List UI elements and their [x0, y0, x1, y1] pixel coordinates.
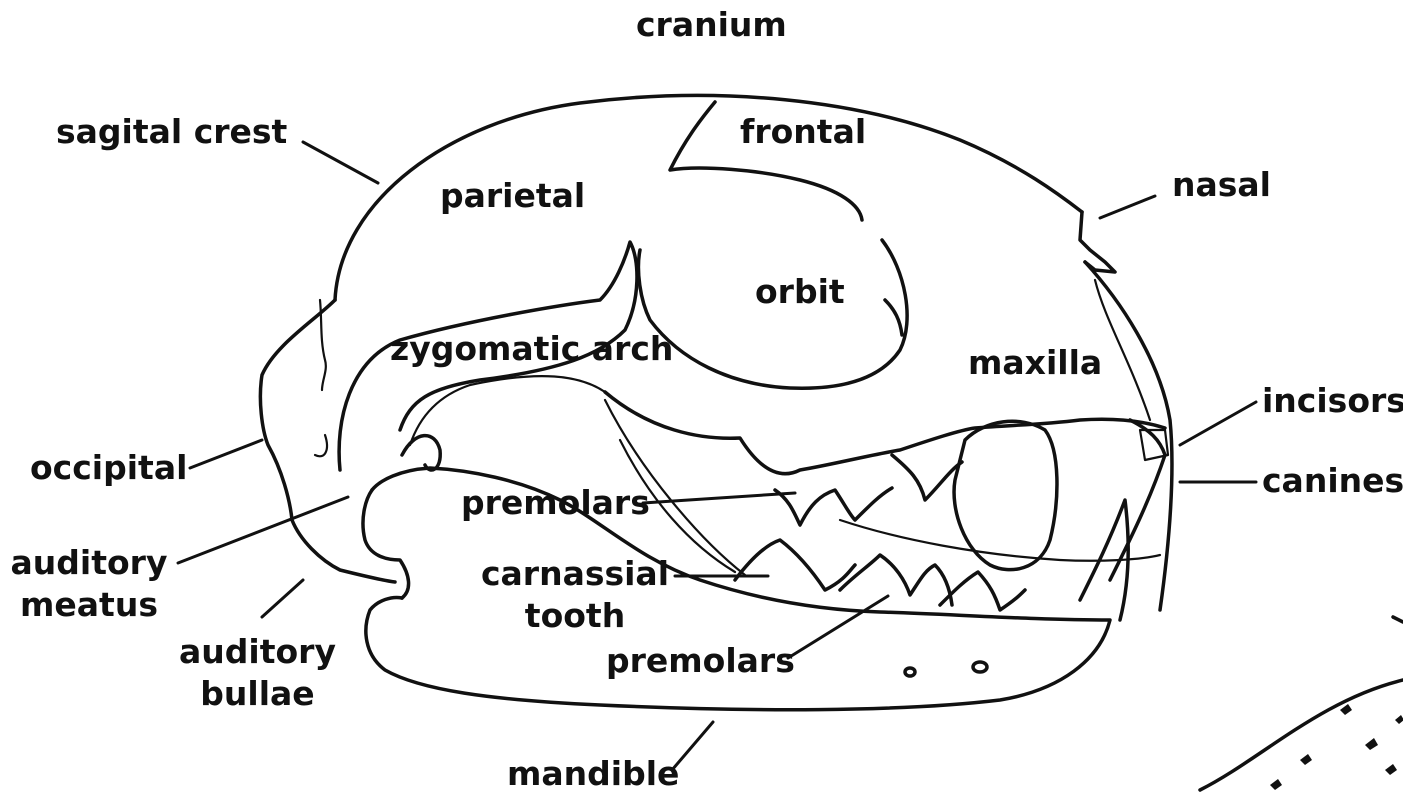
- zygomatic-lower: [410, 376, 605, 445]
- label-carnassial-2: tooth: [477, 597, 673, 635]
- upper-premolar-2: [892, 455, 962, 500]
- label-zygomatic-arch: zygomatic arch: [390, 330, 673, 368]
- label-mandible: mandible: [507, 755, 679, 793]
- label-incisors: incisors: [1262, 382, 1403, 420]
- label-auditory-meatus-2: meatus: [4, 586, 174, 624]
- label-carnassial-1: carnassial: [477, 555, 673, 593]
- lower-carnassial: [735, 540, 855, 590]
- orbit-outline: [638, 240, 907, 388]
- label-auditory-meatus-1: auditory: [4, 544, 174, 582]
- leader-auditory-meatus: [178, 497, 348, 563]
- label-orbit: orbit: [755, 273, 845, 311]
- label-premolars-lower: premolars: [606, 642, 795, 680]
- occipital-outline: [260, 300, 395, 582]
- leader-occipital: [190, 440, 262, 468]
- leader-incisors: [1180, 402, 1256, 445]
- leader-nasal: [1100, 196, 1155, 218]
- fur-marks: [1270, 704, 1403, 790]
- label-nasal: nasal: [1172, 166, 1271, 204]
- label-sagital-crest: sagital crest: [56, 113, 287, 151]
- label-canines: canines: [1262, 462, 1403, 500]
- lower-premolar-1: [840, 555, 952, 605]
- leader-auditory-bullae: [262, 580, 303, 617]
- label-occipital: occipital: [30, 449, 187, 487]
- label-maxilla: maxilla: [968, 344, 1102, 382]
- lambdoid-line: [320, 300, 326, 390]
- foramen-2: [973, 662, 987, 672]
- nasal-inner: [1095, 280, 1150, 420]
- label-frontal: frontal: [740, 113, 866, 151]
- edge-mark: [1393, 617, 1403, 622]
- foramen-1: [905, 668, 915, 676]
- gum-line: [840, 520, 1160, 561]
- fur-edge: [1200, 680, 1403, 790]
- upper-tooth-row: [605, 392, 1165, 474]
- zygomatic-hook: [402, 436, 440, 470]
- label-cranium: cranium: [636, 6, 787, 44]
- label-premolars-upper: premolars: [461, 484, 650, 522]
- label-auditory-bullae-2: bullae: [170, 675, 345, 713]
- ear-mark: [315, 435, 327, 456]
- label-parietal: parietal: [440, 177, 585, 215]
- leader-sagital-crest: [303, 142, 378, 183]
- upper-carnassial-big: [954, 421, 1057, 569]
- orbit-tip: [885, 300, 902, 335]
- label-auditory-bullae-1: auditory: [170, 633, 345, 671]
